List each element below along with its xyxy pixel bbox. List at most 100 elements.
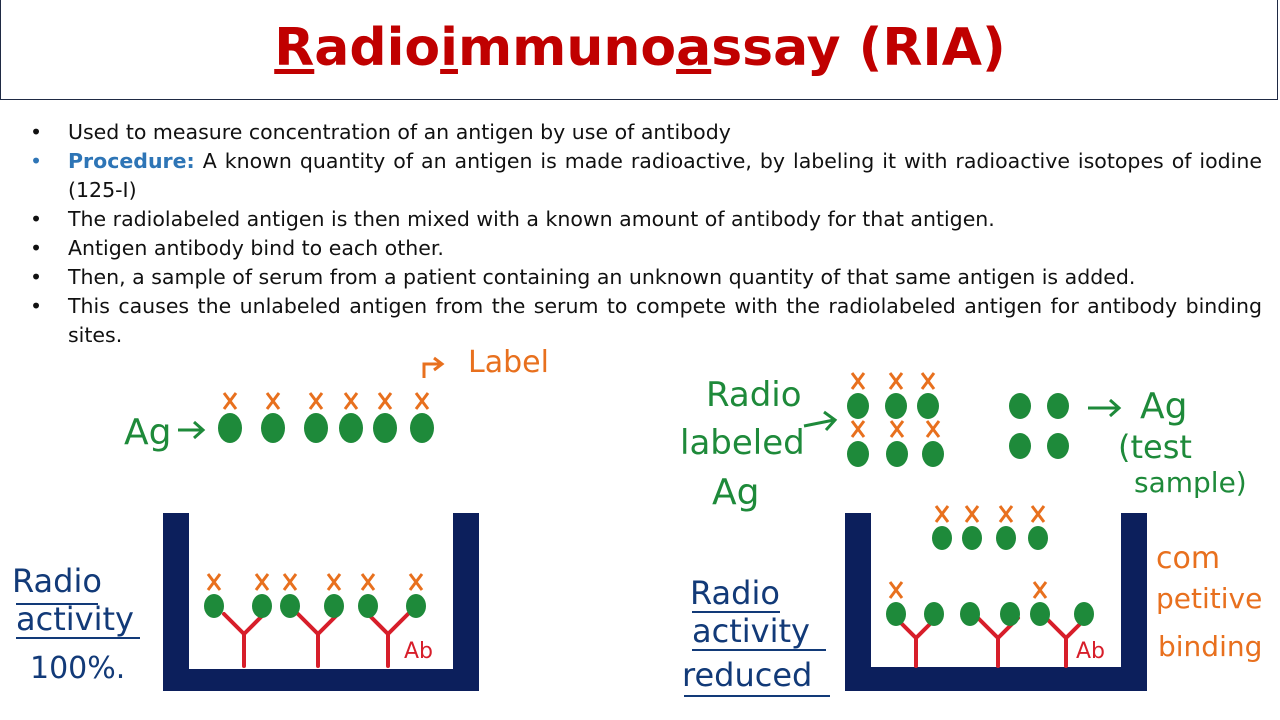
antigen <box>1009 393 1031 419</box>
bullet-list: • Used to measure concentration of an ant… <box>30 118 1262 350</box>
left-ab-label: Ab <box>404 639 433 664</box>
antibody-y-shape <box>296 612 340 668</box>
bullet-item: •This causes the unlabeled antigen from … <box>30 292 1262 350</box>
antigen <box>924 602 944 626</box>
antigen-blob <box>960 602 980 626</box>
radiolabel-x-mark <box>282 573 298 591</box>
radiolabel-x-mark <box>998 505 1014 523</box>
radiolabeled-antigen <box>917 372 939 419</box>
radiolabel-x-mark <box>360 573 376 591</box>
title-underlined-i: i <box>440 18 458 78</box>
radiolabeled-antigen <box>218 392 242 443</box>
bullet-item: • Used to measure concentration of an ant… <box>30 118 1262 147</box>
antibody <box>894 616 938 668</box>
bullet-text: A known quantity of an antigen is made r… <box>68 149 1262 202</box>
antigen-blob <box>1047 433 1069 459</box>
antigen-blob <box>847 441 869 467</box>
antigen-blob <box>932 526 952 550</box>
right-free-labeled-antigens <box>932 505 1048 550</box>
bullet-dot: • <box>30 149 43 173</box>
radiolabel-x-mark <box>265 392 281 410</box>
left-radio-word: Radio <box>12 562 102 600</box>
title-underlined-a: a <box>676 18 712 78</box>
radiolabeled-antigen <box>304 392 328 443</box>
radiolabel-x-mark <box>1030 505 1046 523</box>
antigen-blob <box>1074 602 1094 626</box>
title-underlined-R: R <box>274 18 315 78</box>
left-label-annotation: Label <box>422 345 549 380</box>
radiolabeled-antigen <box>885 372 907 419</box>
radiolabeled-antigen <box>252 573 272 618</box>
antigen <box>1074 602 1094 626</box>
title-part: adio <box>314 18 441 78</box>
right-binding-word: binding <box>1158 630 1262 663</box>
radiolabeled-antigen <box>886 420 908 467</box>
antigen-blob <box>1028 526 1048 550</box>
radiolabeled-antigen <box>922 420 944 467</box>
antibody-y-shape <box>222 612 266 668</box>
antigen-blob <box>917 393 939 419</box>
right-test-antigens <box>1009 393 1069 459</box>
radiolabeled-antigen <box>204 573 224 618</box>
antigen-blob <box>1030 602 1050 626</box>
right-test-word: (test <box>1118 428 1192 466</box>
antibody-y-shape <box>894 616 938 668</box>
right-competitive-note: com petitive binding <box>1156 541 1262 663</box>
antigen-blob <box>280 594 300 618</box>
radiolabeled-antigen <box>847 420 869 467</box>
antigen <box>1000 602 1020 626</box>
radiolabeled-antigen <box>1028 505 1048 550</box>
radiolabel-x-mark <box>308 392 324 410</box>
right-petitive-word: petitive <box>1156 582 1262 615</box>
right-radiolabeled-antigens <box>847 372 944 467</box>
radiolabeled-antigen <box>886 581 906 626</box>
radiolabeled-antigen <box>996 505 1016 550</box>
radiolabeled-antigen <box>358 573 378 618</box>
antigen-blob <box>261 413 285 443</box>
radiolabeled-antigen <box>280 573 300 618</box>
radiolabel-x-mark <box>889 420 905 438</box>
bullet-dot: • <box>30 207 43 231</box>
antigen-blob <box>252 594 272 618</box>
antigen-blob <box>922 441 944 467</box>
bullet-dot: • <box>30 265 43 289</box>
right-test-sample-note: Ag (test sample) <box>1088 386 1247 499</box>
radiolabel-x-mark <box>1032 581 1048 599</box>
radiolabel-x-mark <box>206 573 222 591</box>
antigen-blob <box>358 594 378 618</box>
left-radioactivity-note: Radio activity 100%. <box>12 562 140 686</box>
radiolabel-x-mark <box>888 581 904 599</box>
bullet-dot: • <box>30 236 43 260</box>
right-test-ag-word: Ag <box>1140 386 1187 427</box>
radiolabeled-antigen <box>373 392 397 443</box>
antigen-blob <box>324 594 344 618</box>
radiolabel-x-mark <box>343 392 359 410</box>
bullet-item: •The radiolabeled antigen is then mixed … <box>30 205 1262 234</box>
left-labeled-antigens <box>218 392 434 443</box>
bullet-dot: • <box>30 120 43 144</box>
bullet-dot: • <box>30 294 43 318</box>
antigen-blob <box>886 602 906 626</box>
antigen-blob <box>886 441 908 467</box>
antigen <box>960 602 980 626</box>
radiolabel-x-mark <box>414 392 430 410</box>
radiolabel-x-mark <box>850 420 866 438</box>
left-bound-complexes <box>204 573 426 668</box>
right-ag-word: Ag <box>712 472 759 513</box>
radiolabeled-antigen <box>1030 581 1050 626</box>
radiolabeled-antigen <box>932 505 952 550</box>
antigen-blob <box>373 413 397 443</box>
antibody <box>296 612 340 668</box>
radiolabel-x-mark <box>850 372 866 390</box>
radiolabel-x-mark <box>326 573 342 591</box>
bullet-text: Antigen antibody bind to each other. <box>68 236 444 260</box>
antigen <box>1047 393 1069 419</box>
antigen-blob <box>885 393 907 419</box>
antigen-blob <box>304 413 328 443</box>
bullet-text: Then, a sample of serum from a patient c… <box>68 265 1136 289</box>
right-radio-word-blue: Radio <box>690 574 780 612</box>
antigen-blob <box>847 393 869 419</box>
radiolabeled-antigen <box>324 573 344 618</box>
title-box <box>0 0 1278 100</box>
bullet-text: Used to measure concentration of an anti… <box>68 120 731 144</box>
